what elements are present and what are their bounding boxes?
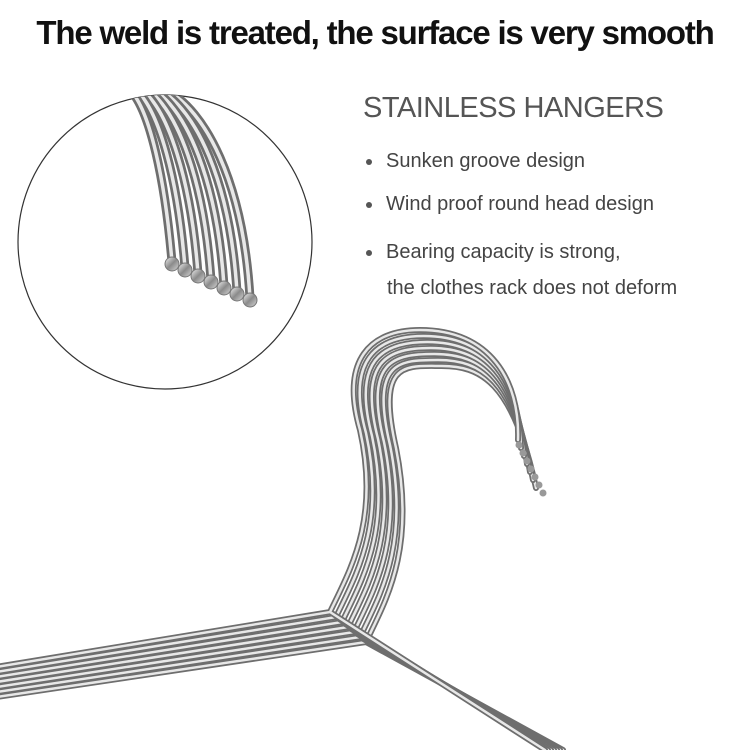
hanger-tip xyxy=(523,457,531,465)
hanger-tip-detail xyxy=(164,256,180,272)
hanger-wire xyxy=(0,344,557,750)
hanger-tip-detail xyxy=(216,280,232,296)
panel-title: STAINLESS HANGERS xyxy=(363,92,664,124)
bullet-icon xyxy=(366,249,372,256)
hanger-tip-detail xyxy=(190,268,206,284)
hanger-stack xyxy=(0,326,566,750)
hanger-tip xyxy=(539,489,547,497)
hanger-wire xyxy=(0,332,551,750)
hanger-tip xyxy=(535,481,543,489)
bullet-icon xyxy=(366,201,372,208)
hanger-tip xyxy=(531,473,539,481)
bullet-icon xyxy=(366,158,372,165)
hanger-tip xyxy=(519,449,527,457)
hanger-wire xyxy=(0,350,560,750)
hanger-wire xyxy=(0,356,563,750)
feature-item: Sunken groove design xyxy=(366,150,585,173)
hanger-tip xyxy=(515,441,523,449)
hanger-wire xyxy=(0,362,566,750)
hanger-tip-detail xyxy=(203,274,219,290)
hanger-tip-detail xyxy=(177,262,193,278)
feature-continuation: the clothes rack does not deform xyxy=(387,277,678,299)
zoom-detail-circle xyxy=(17,94,313,390)
hanger-tip-detail xyxy=(229,286,245,302)
feature-item: Bearing capacity is strong, xyxy=(366,241,621,264)
hanger-wire xyxy=(0,338,554,750)
hanger-tip-detail xyxy=(242,292,258,308)
hanger-tip xyxy=(527,465,535,473)
feature-item: Wind proof round head design xyxy=(366,193,654,216)
headline: The weld is treated, the surface is very… xyxy=(36,14,714,51)
